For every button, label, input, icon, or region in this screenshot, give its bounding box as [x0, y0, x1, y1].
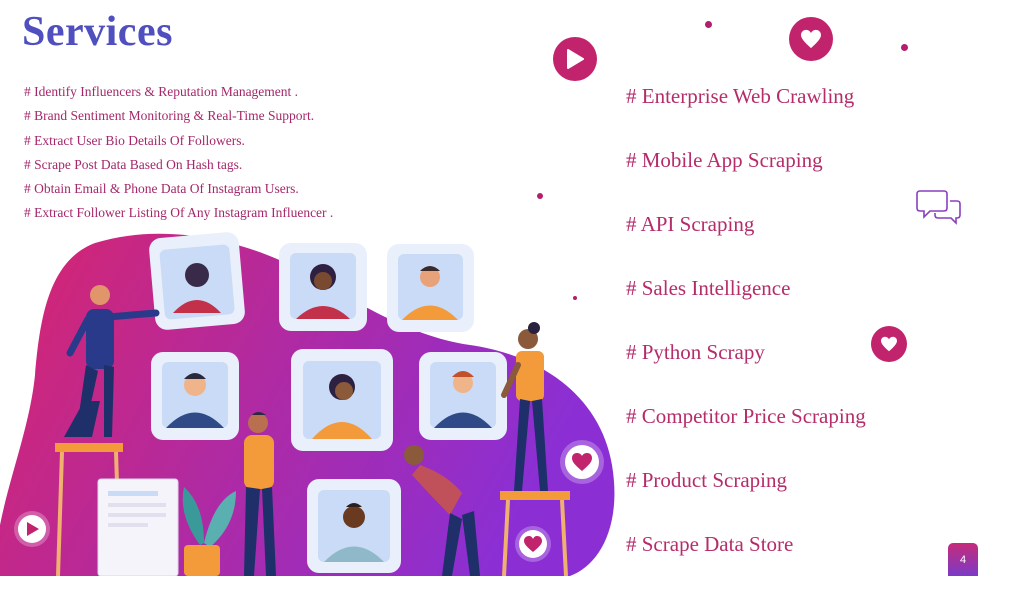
list-item: # Extract Follower Listing Of Any Instag…	[24, 205, 334, 221]
decor-dot	[537, 193, 543, 199]
person-figure	[500, 322, 570, 576]
profile-card	[307, 479, 401, 573]
list-item: # Sales Intelligence	[626, 276, 791, 300]
decor-dot	[901, 44, 908, 51]
profile-card	[151, 352, 239, 440]
influencer-services-list: # Identify Influencers & Reputation Mana…	[24, 80, 333, 226]
list-item: # Competitor Price Scraping	[626, 404, 866, 428]
page-title: Services	[22, 9, 173, 55]
list-item: # Enterprise Web Crawling	[626, 84, 855, 108]
team-illustration	[0, 232, 615, 576]
list-item: # API Scraping	[626, 212, 755, 236]
list-item: # Brand Sentiment Monitoring & Real-Time…	[24, 108, 315, 124]
profile-card	[279, 243, 367, 331]
chat-bubbles-icon	[916, 188, 962, 235]
list-item: # Identify Influencers & Reputation Mana…	[24, 84, 299, 99]
profile-card	[149, 232, 245, 330]
board-illustration	[97, 478, 179, 576]
person-figure	[244, 412, 276, 576]
person-figure	[55, 285, 160, 576]
list-item: # Extract User Bio Details Of Followers.	[24, 132, 245, 148]
list-item: # Mobile App Scraping	[626, 148, 823, 172]
decor-dot	[573, 296, 577, 300]
page-number-badge: 4	[948, 543, 978, 576]
play-icon[interactable]	[553, 37, 597, 81]
list-item: # Python Scrapy	[626, 340, 765, 364]
profile-card	[387, 244, 474, 332]
heart-icon[interactable]	[871, 326, 907, 362]
list-item: # Obtain Email & Phone Data Of Instagram…	[24, 181, 299, 197]
person-figure	[404, 445, 480, 576]
plant-illustration	[182, 487, 236, 576]
profile-card	[419, 352, 507, 440]
list-item: # Product Scraping	[626, 468, 787, 492]
decor-dot	[705, 21, 712, 28]
list-item: # Scrape Data Store	[626, 532, 794, 556]
profile-card	[291, 349, 393, 451]
scraping-services-list: # Enterprise Web Crawling # Mobile App S…	[626, 78, 866, 590]
heart-icon[interactable]	[789, 17, 833, 61]
list-item: # Scrape Post Data Based On Hash tags.	[24, 156, 243, 172]
